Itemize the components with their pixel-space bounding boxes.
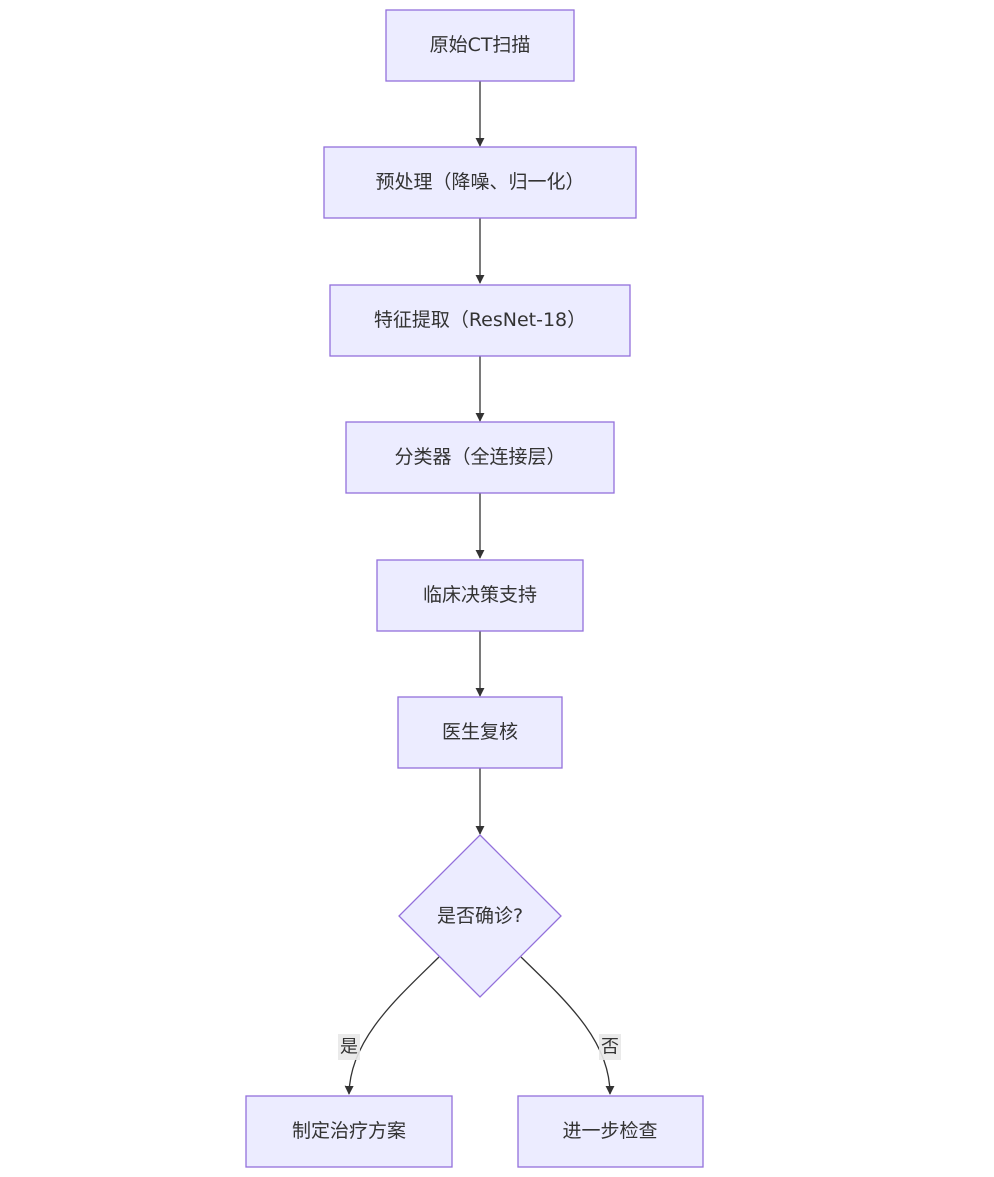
- node-raw-ct-scan-label: 原始CT扫描: [430, 34, 531, 56]
- edge-label-yes-text: 是: [340, 1037, 358, 1058]
- node-treatment-plan-label: 制定治疗方案: [292, 1120, 406, 1142]
- node-decision-support[interactable]: 临床决策支持: [376, 559, 584, 632]
- node-classifier-label: 分类器（全连接层）: [394, 446, 565, 468]
- node-decision-support-label: 临床决策支持: [423, 584, 537, 606]
- edge-label-yes: 是: [338, 1034, 360, 1060]
- node-preprocess[interactable]: 预处理（降噪、归一化）: [323, 146, 637, 219]
- node-doctor-review[interactable]: 医生复核: [397, 696, 563, 769]
- node-confirmed-decision-label: 是否确诊?: [437, 905, 523, 927]
- edge-confirmed-to-treatment: [344, 956, 440, 1095]
- edge-label-no: 否: [599, 1034, 621, 1060]
- edge-label-no-text: 否: [601, 1037, 619, 1058]
- edges: [344, 81, 615, 1095]
- node-further-exam[interactable]: 进一步检查: [517, 1095, 704, 1168]
- node-treatment-plan[interactable]: 制定治疗方案: [245, 1095, 453, 1168]
- node-feature-extraction[interactable]: 特征提取（ResNet-18）: [329, 284, 631, 357]
- node-classifier[interactable]: 分类器（全连接层）: [345, 421, 615, 494]
- node-raw-ct-scan[interactable]: 原始CT扫描: [385, 9, 575, 82]
- node-doctor-review-label: 医生复核: [442, 721, 518, 743]
- node-further-exam-label: 进一步检查: [562, 1120, 657, 1142]
- node-preprocess-label: 预处理（降噪、归一化）: [375, 171, 584, 193]
- node-feature-extraction-label: 特征提取（ResNet-18）: [374, 309, 586, 331]
- edge-confirmed-to-further-exam: [520, 956, 615, 1095]
- node-confirmed-decision[interactable]: 是否确诊?: [398, 834, 562, 998]
